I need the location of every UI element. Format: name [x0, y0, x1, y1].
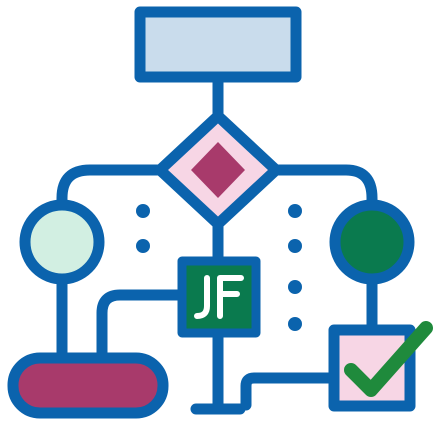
dot: [288, 317, 302, 331]
top-process-box: [134, 6, 302, 83]
connector-decision-to-right-circle: [272, 164, 378, 211]
terminal-pill: [7, 352, 169, 419]
central-process-box: [177, 256, 261, 338]
dotted-paths: [136, 204, 302, 331]
logo-j-shape: [194, 275, 210, 319]
dot: [288, 239, 302, 253]
dot: [288, 204, 302, 218]
dot: [136, 239, 150, 253]
right-decision-circle: [329, 199, 415, 285]
connector-check-to-base: [240, 372, 336, 411]
connector-process-to-terminal: [96, 289, 186, 364]
checkmark-icon: [344, 321, 433, 397]
connector-decision-to-left-circle: [56, 164, 164, 211]
dot: [288, 280, 302, 294]
connector-lines: [56, 71, 378, 415]
logo-f-shape: [217, 275, 244, 319]
jf-logo: JF: [194, 275, 244, 319]
left-decision-circle: [19, 199, 105, 285]
decision-inner-diamond: [191, 142, 245, 198]
dot: [136, 204, 150, 218]
